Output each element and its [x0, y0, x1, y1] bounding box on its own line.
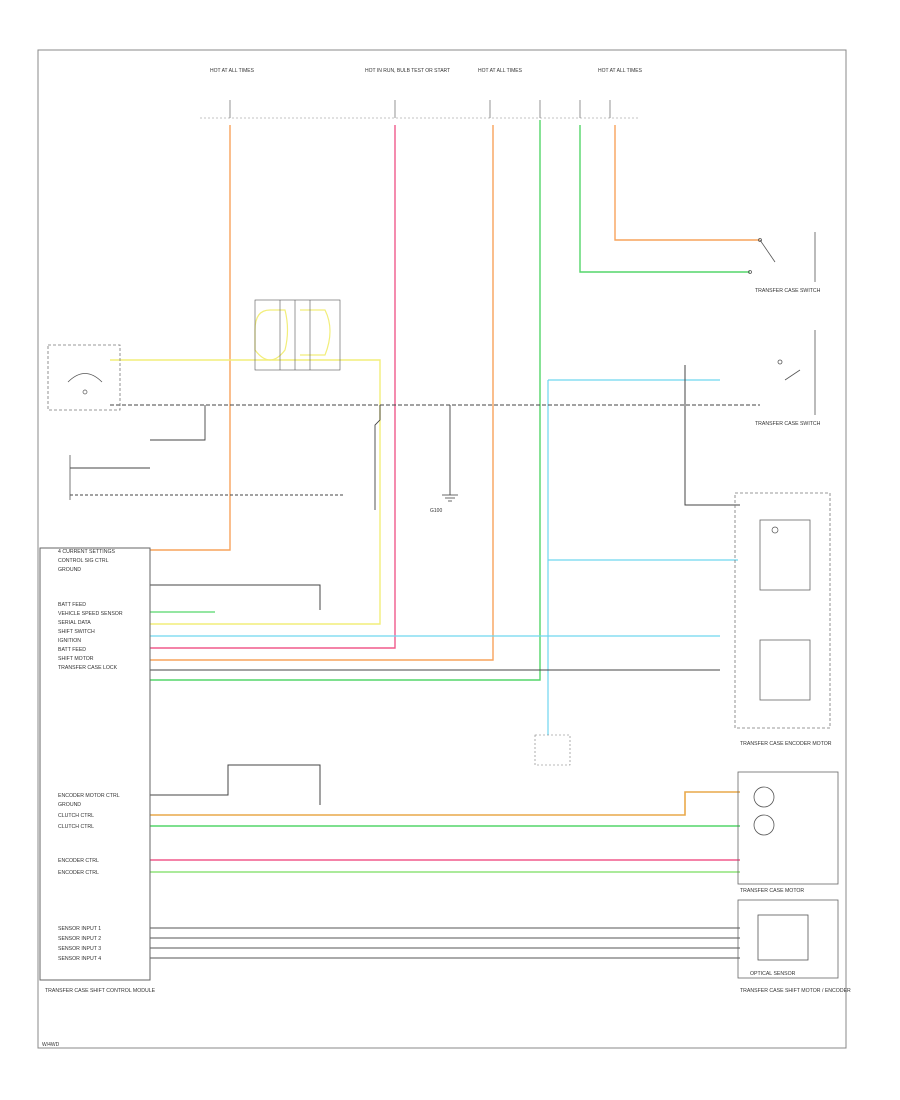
- sensor-block: [737, 899, 839, 979]
- left-switch-arc: [67, 373, 103, 383]
- motor-block: [737, 771, 839, 885]
- ecm-pin: BATT FEED: [58, 602, 86, 608]
- motor-caption: TRANSFER CASE SHIFT MOTOR / ENCODER: [740, 988, 851, 994]
- ecm-pin: TRANSFER CASE LOCK: [58, 665, 118, 671]
- ecm-pin: ENCODER CTRL: [58, 870, 99, 876]
- ecm-pin: VEHICLE SPEED SENSOR: [58, 611, 123, 617]
- wire-motor-black: [150, 764, 321, 805]
- wire-black-8: [150, 405, 206, 441]
- wire-yellow-loop-1: [254, 309, 289, 361]
- right-top-switch-label: TRANSFER CASE SWITCH: [755, 288, 821, 294]
- wire-orange-main: [150, 125, 231, 551]
- ecm-pin: CLUTCH CTRL: [58, 824, 94, 830]
- right-mid-switch-label: TRANSFER CASE SWITCH: [755, 421, 821, 427]
- right-top-switch: [748, 232, 816, 282]
- fuse1-label: HOT AT ALL TIMES: [210, 68, 255, 74]
- mid-connectors: [254, 299, 341, 371]
- ecm-pin: ENCODER MOTOR CTRL: [58, 793, 120, 799]
- wire-black-6: [684, 365, 740, 506]
- cyan-connector-box: [534, 734, 571, 766]
- sensor-bundle: [150, 927, 740, 959]
- transfer-case-inner-1: [759, 519, 811, 591]
- wire-green-main: [150, 120, 541, 681]
- fuse3-label: HOT AT ALL TIMES: [478, 68, 523, 74]
- wire-yellow-1: [110, 359, 381, 625]
- ecm-pin: 4 CURRENT SETTINGS: [58, 549, 116, 555]
- ecm-pin: CLUTCH CTRL: [58, 813, 94, 819]
- transfer-case-dot: [771, 526, 779, 534]
- ecm-pin: BATT FEED: [58, 647, 86, 653]
- sensor-inner: [757, 914, 809, 961]
- motor-coil-1: [753, 786, 775, 808]
- ecm-pin: SHIFT MOTOR: [58, 656, 94, 662]
- ground-label: G100: [430, 508, 442, 514]
- ecm-pin: ENCODER CTRL: [58, 858, 99, 864]
- ecm-pin: CONTROL SIG CTRL: [58, 558, 109, 564]
- ecm-pin: GROUND: [58, 567, 81, 573]
- ecm-left-box: [39, 547, 151, 981]
- transfer-case-module: [734, 492, 831, 729]
- left-switch-dot: [82, 389, 88, 395]
- wire-orange-2: [150, 125, 494, 661]
- motor-coil-2: [753, 814, 775, 836]
- ecm-pin: SENSOR INPUT 1: [58, 926, 101, 932]
- wire-pink-main: [150, 125, 396, 649]
- wire-motor-orange: [150, 791, 740, 816]
- ecm-pin: GROUND: [58, 802, 81, 808]
- transfer-case-label: TRANSFER CASE ENCODER MOTOR: [740, 741, 832, 747]
- wire-black-7: [374, 405, 381, 510]
- ecm-pin: IGNITION: [58, 638, 81, 644]
- ecm-pin-labels: 4 CURRENT SETTINGS CONTROL SIG CTRL GROU…: [58, 549, 123, 962]
- page-marker: W/4WD: [42, 1042, 60, 1048]
- ground-symbol: [442, 494, 458, 502]
- ecm-pin: SHIFT SWITCH: [58, 629, 95, 635]
- diagram-frame: [37, 49, 847, 1049]
- right-mid-switch: [777, 330, 816, 415]
- fuse-marks: [229, 100, 611, 118]
- motor-block-label: TRANSFER CASE MOTOR: [740, 888, 804, 894]
- wire-orange-switch: [614, 125, 760, 241]
- fuse4-label: HOT AT ALL TIMES: [598, 68, 643, 74]
- left-switch-box: [47, 344, 121, 411]
- wire-yellow-loop-2: [300, 309, 331, 356]
- ecm-footer-label: TRANSFER CASE SHIFT CONTROL MODULE: [45, 988, 156, 994]
- fuse2-label: HOT IN RUN, BULB TEST OR START: [365, 68, 450, 74]
- ecm-pin: SENSOR INPUT 3: [58, 946, 101, 952]
- sensor-caption: OPTICAL SENSOR: [750, 971, 796, 977]
- wire-green-switch: [579, 125, 750, 273]
- wire-black-4: [150, 584, 321, 610]
- ecm-pin: SERIAL DATA: [58, 620, 91, 626]
- ecm-pin: SENSOR INPUT 2: [58, 936, 101, 942]
- transfer-case-inner-2: [759, 639, 811, 701]
- ecm-pin: SENSOR INPUT 4: [58, 956, 101, 962]
